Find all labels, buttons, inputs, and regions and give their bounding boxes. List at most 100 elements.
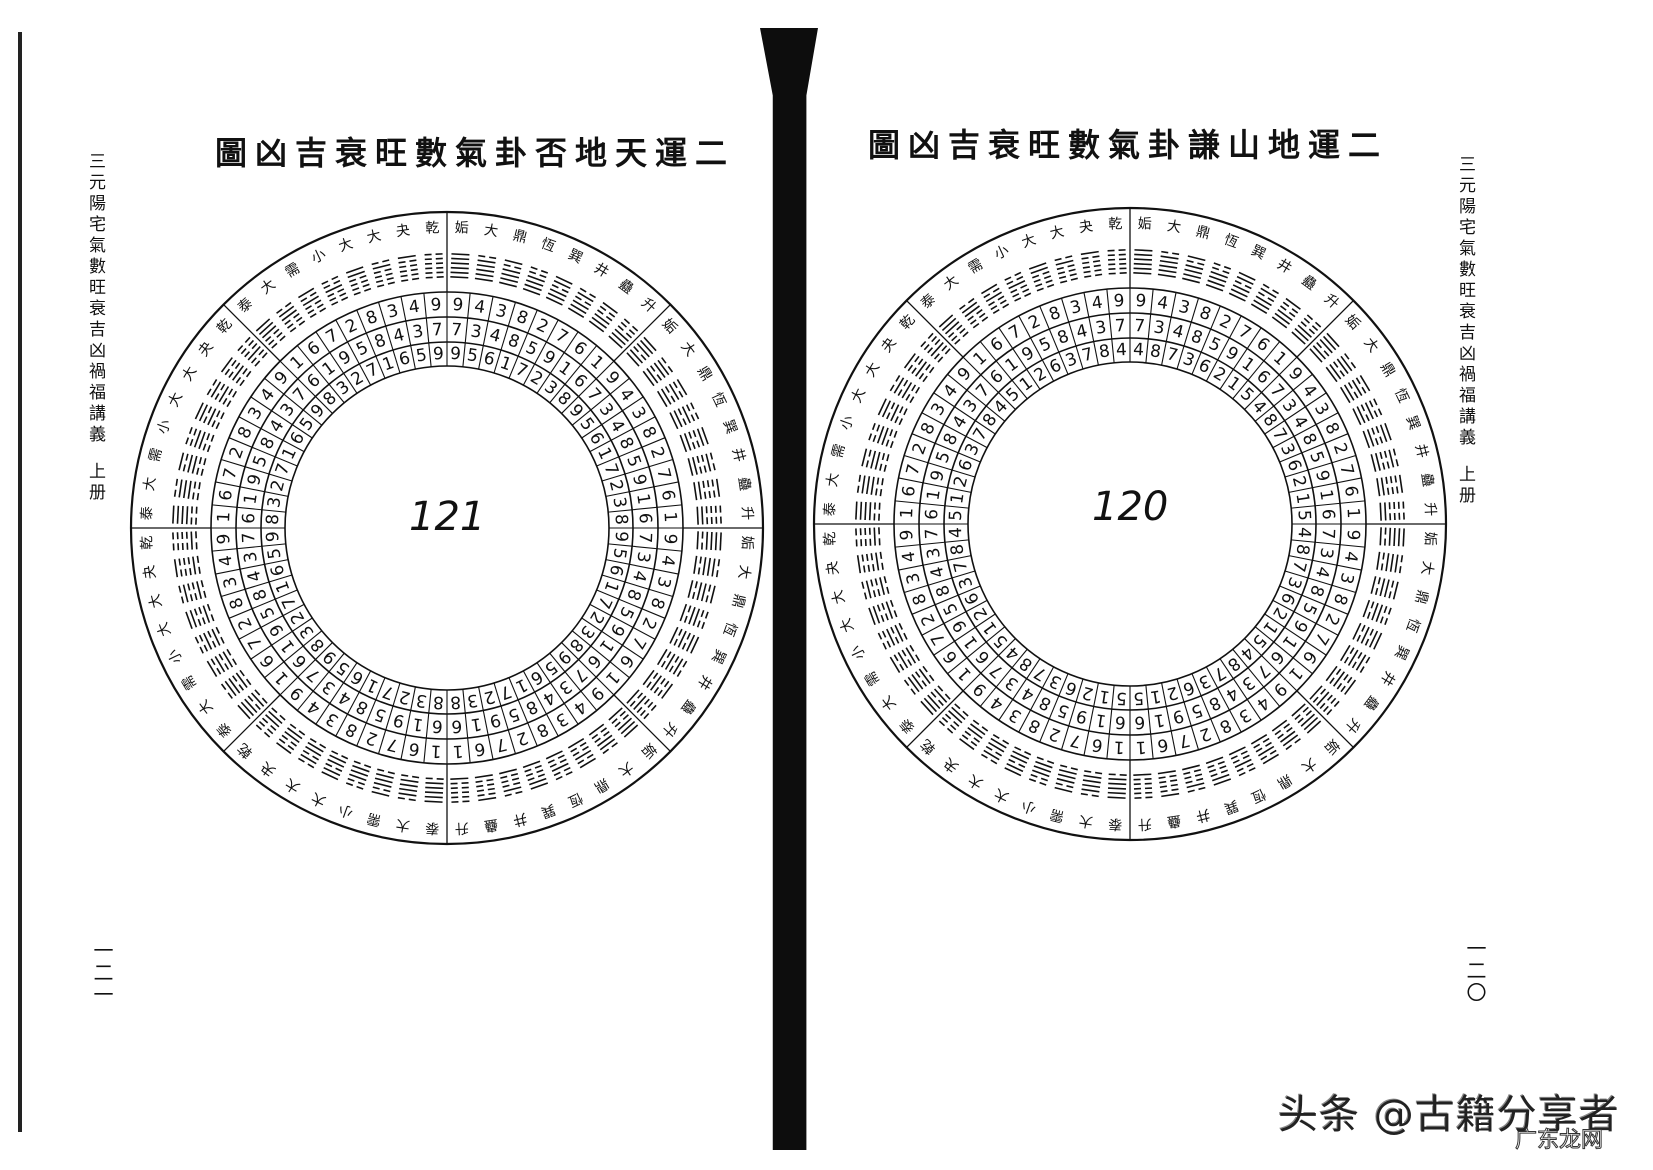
svg-text:8: 8	[1188, 326, 1205, 348]
svg-text:7: 7	[1114, 316, 1126, 337]
svg-text:2: 2	[363, 727, 380, 749]
svg-text:3: 3	[411, 321, 425, 342]
svg-text:8: 8	[342, 718, 360, 741]
svg-text:8: 8	[1223, 653, 1244, 676]
svg-text:4: 4	[244, 568, 266, 583]
svg-text:9: 9	[452, 295, 464, 316]
svg-text:井: 井	[1377, 668, 1398, 688]
svg-text:2: 2	[1197, 723, 1214, 745]
svg-text:7: 7	[289, 384, 311, 405]
svg-text:7: 7	[1068, 729, 1083, 751]
svg-text:升: 升	[638, 295, 659, 316]
svg-text:恆: 恆	[708, 390, 728, 409]
svg-text:需: 需	[283, 260, 303, 281]
svg-text:大: 大	[862, 360, 883, 380]
svg-text:6: 6	[1134, 712, 1146, 733]
svg-text:6: 6	[286, 429, 309, 449]
svg-text:1: 1	[1113, 736, 1125, 757]
svg-text:6: 6	[431, 716, 443, 737]
svg-text:2: 2	[527, 367, 547, 390]
svg-text:夬: 夬	[395, 222, 411, 240]
svg-text:8: 8	[372, 330, 389, 352]
svg-text:升: 升	[1421, 502, 1438, 517]
svg-text:7: 7	[244, 633, 267, 653]
svg-text:大: 大	[309, 789, 328, 809]
svg-text:小: 小	[992, 243, 1011, 263]
svg-text:乾: 乾	[1108, 216, 1123, 233]
svg-text:8: 8	[505, 330, 522, 352]
svg-text:3: 3	[1238, 672, 1259, 695]
svg-text:泰: 泰	[1108, 815, 1123, 832]
svg-text:1: 1	[1278, 632, 1301, 653]
svg-text:1: 1	[1094, 709, 1108, 730]
svg-text:大: 大	[141, 476, 159, 492]
svg-text:2: 2	[342, 315, 360, 338]
svg-text:5: 5	[1294, 510, 1315, 522]
svg-text:8: 8	[646, 595, 668, 612]
svg-text:鼎: 鼎	[1194, 224, 1211, 243]
svg-text:鼎: 鼎	[694, 364, 715, 384]
svg-text:3: 3	[552, 708, 572, 731]
svg-text:1: 1	[1342, 507, 1363, 519]
svg-text:7: 7	[1268, 425, 1291, 445]
svg-text:1: 1	[1291, 492, 1312, 506]
svg-text:1: 1	[947, 492, 968, 506]
svg-text:蠱: 蠱	[483, 816, 499, 834]
svg-text:井: 井	[1194, 806, 1211, 825]
svg-text:2: 2	[1329, 440, 1351, 457]
svg-text:4: 4	[1170, 321, 1185, 343]
svg-text:5: 5	[932, 449, 954, 466]
svg-text:乾: 乾	[822, 531, 839, 546]
svg-text:3: 3	[323, 708, 343, 731]
svg-text:6: 6	[1156, 734, 1170, 755]
svg-text:3: 3	[540, 377, 561, 400]
svg-text:1: 1	[555, 358, 576, 381]
svg-text:升: 升	[454, 819, 469, 836]
svg-text:5: 5	[990, 630, 1012, 651]
svg-text:8: 8	[1055, 326, 1072, 348]
svg-text:2: 2	[969, 604, 992, 624]
svg-text:9: 9	[450, 344, 462, 365]
svg-text:1: 1	[1315, 488, 1336, 502]
svg-text:6: 6	[972, 646, 994, 667]
svg-text:6: 6	[1340, 484, 1361, 498]
svg-text:7: 7	[239, 532, 260, 544]
svg-text:泰: 泰	[235, 295, 256, 316]
svg-text:4: 4	[1236, 642, 1257, 664]
svg-text:大: 大	[941, 272, 962, 293]
svg-text:乾: 乾	[425, 220, 440, 237]
svg-text:3: 3	[1335, 571, 1357, 586]
svg-text:井: 井	[591, 260, 611, 281]
svg-text:8: 8	[263, 514, 284, 526]
svg-text:7: 7	[922, 528, 943, 540]
svg-text:7: 7	[220, 466, 242, 481]
svg-text:6: 6	[303, 370, 324, 392]
svg-text:5: 5	[1305, 449, 1327, 466]
svg-text:5: 5	[1116, 688, 1128, 709]
svg-text:泰: 泰	[425, 819, 440, 836]
right-running-head: 三元陽宅氣數旺衰吉凶禍福講義上册	[1455, 155, 1475, 507]
svg-text:泰: 泰	[897, 715, 918, 736]
svg-text:4: 4	[927, 564, 949, 579]
svg-text:4: 4	[407, 297, 421, 318]
svg-text:3: 3	[333, 377, 354, 400]
svg-text:3: 3	[296, 621, 319, 642]
svg-text:9: 9	[433, 344, 445, 365]
svg-text:2: 2	[950, 474, 972, 489]
svg-text:7: 7	[903, 462, 925, 477]
svg-text:4: 4	[657, 554, 678, 568]
svg-text:2: 2	[1288, 474, 1310, 489]
svg-text:6: 6	[605, 563, 627, 578]
svg-text:7: 7	[323, 325, 343, 348]
svg-text:巽: 巽	[539, 801, 558, 821]
svg-text:6: 6	[1252, 366, 1273, 388]
svg-text:6: 6	[216, 488, 237, 502]
svg-text:9: 9	[565, 400, 587, 421]
svg-text:4: 4	[1248, 396, 1270, 417]
svg-text:大: 大	[615, 758, 636, 779]
svg-text:需: 需	[1048, 806, 1065, 825]
svg-text:2: 2	[267, 478, 289, 493]
svg-text:3: 3	[652, 575, 674, 590]
svg-text:6: 6	[348, 666, 368, 689]
